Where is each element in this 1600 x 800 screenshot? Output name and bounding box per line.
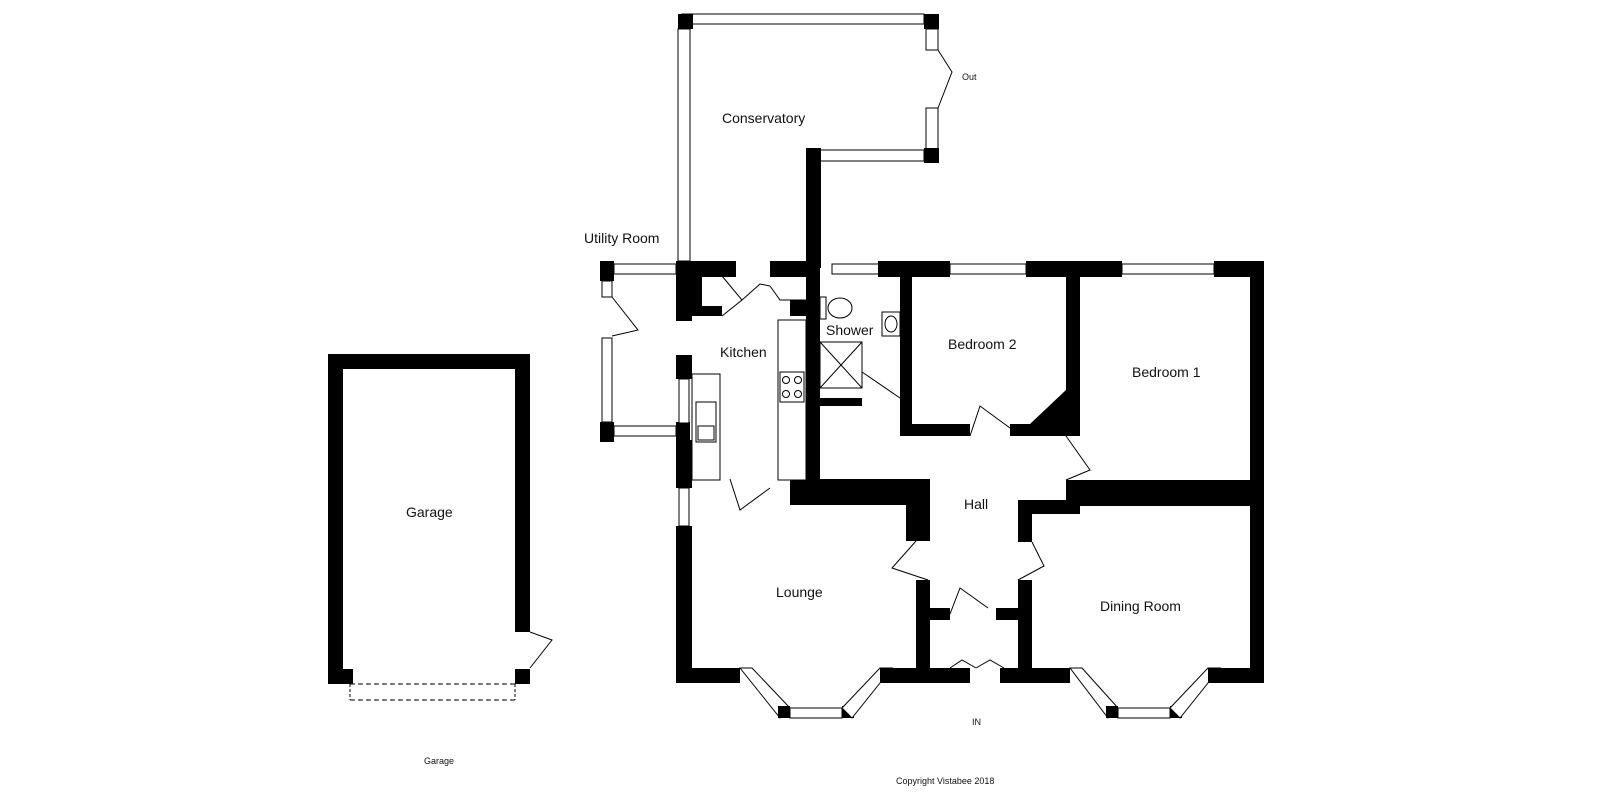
garage-structure bbox=[328, 354, 553, 701]
bedroom1-door bbox=[1065, 435, 1091, 481]
lounge-door bbox=[891, 540, 929, 581]
room-label-kitchen: Kitchen bbox=[720, 344, 767, 360]
out-label: Out bbox=[962, 72, 977, 82]
room-label-conservatory: Conservatory bbox=[722, 110, 806, 126]
house-walls bbox=[600, 261, 1264, 719]
room-label-hall: Hall bbox=[964, 496, 989, 512]
entrance-label: IN bbox=[972, 717, 981, 727]
utility-door bbox=[611, 296, 639, 337]
room-label-utility-room: Utility Room bbox=[584, 230, 660, 246]
garage-caption: Garage bbox=[424, 756, 455, 766]
garage-side-door bbox=[529, 631, 553, 669]
hob-icon bbox=[779, 371, 805, 403]
cupboard-door bbox=[721, 275, 743, 317]
front-door bbox=[949, 659, 1005, 669]
kitchen-lounge-door bbox=[729, 478, 771, 511]
fixtures bbox=[691, 296, 901, 481]
porch-inner-door bbox=[949, 587, 989, 615]
toilet-icon bbox=[827, 297, 853, 319]
room-label-dining-room: Dining Room bbox=[1100, 598, 1181, 614]
bedroom2-door bbox=[969, 405, 1011, 437]
room-label-lounge: Lounge bbox=[776, 584, 823, 600]
conservatory-out-door bbox=[937, 49, 953, 109]
room-label-shower: Shower bbox=[826, 322, 874, 338]
shower-door-top bbox=[769, 285, 810, 301]
copyright-text: Copyright Vistabee 2018 bbox=[896, 776, 995, 786]
room-label-bedroom-1: Bedroom 1 bbox=[1132, 364, 1201, 380]
kitchen-door-top bbox=[741, 283, 771, 301]
conservatory-structure bbox=[677, 13, 953, 268]
shower-door bbox=[861, 371, 901, 399]
internal-walls bbox=[692, 261, 1264, 668]
room-label-garage: Garage bbox=[406, 504, 453, 520]
dining-door bbox=[1017, 541, 1045, 581]
room-label-bedroom-2: Bedroom 2 bbox=[948, 336, 1017, 352]
